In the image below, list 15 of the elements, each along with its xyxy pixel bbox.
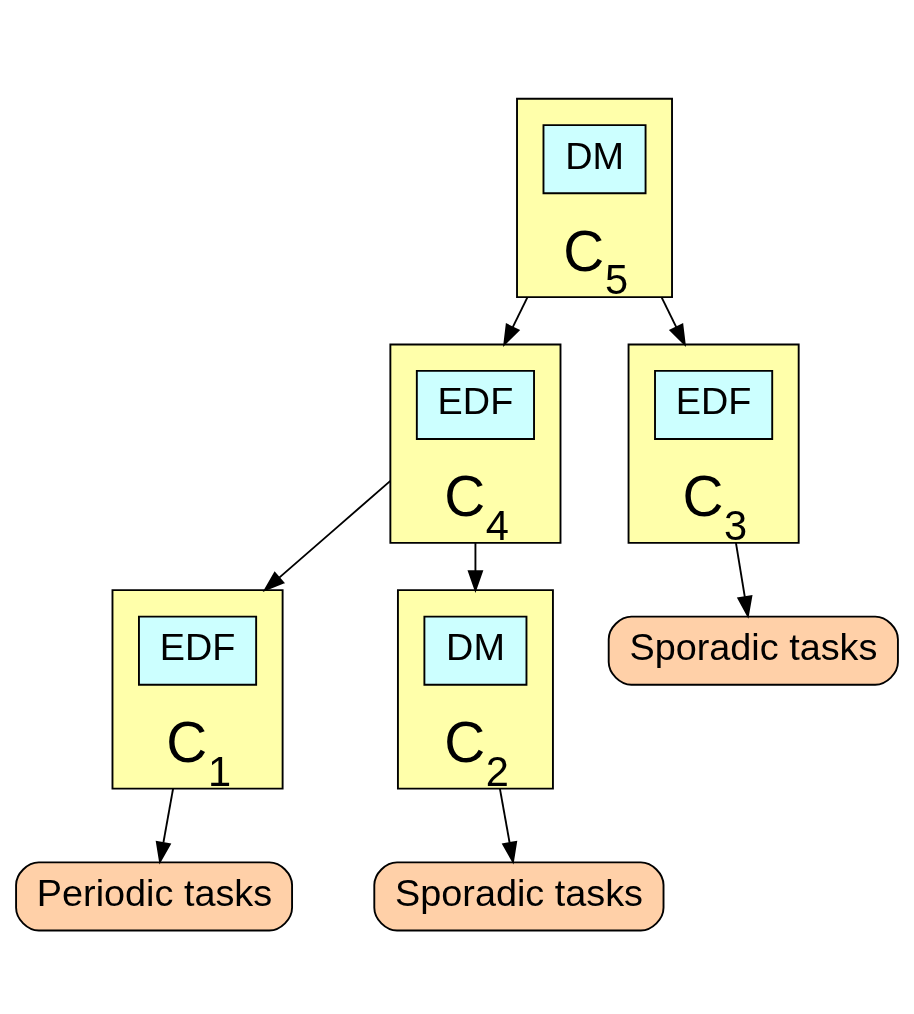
node-box: EDF	[138, 615, 258, 686]
arrow	[467, 541, 484, 594]
arrow	[498, 787, 518, 865]
node-box: DM	[423, 615, 528, 686]
node-box: Periodic tasks	[15, 861, 293, 932]
node-box: Sporadic tasks	[373, 861, 665, 932]
node-box: EDF	[415, 369, 535, 440]
arrow	[660, 296, 687, 347]
node-box: DM	[542, 124, 647, 195]
arrow	[503, 296, 529, 347]
node-box: Sporadic tasks	[607, 615, 899, 686]
node-box: EDF	[654, 369, 774, 440]
arrow	[262, 479, 392, 593]
arrow	[735, 541, 753, 619]
arrow	[155, 787, 175, 865]
